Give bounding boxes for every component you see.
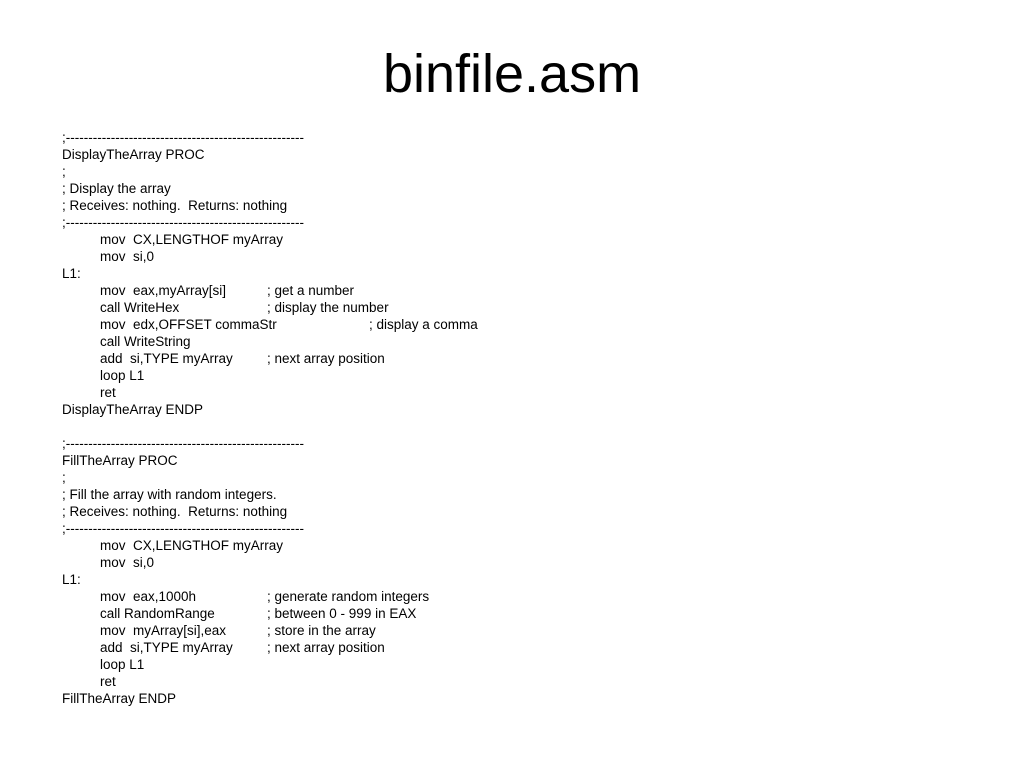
inline-comment: ; store in the array: [267, 623, 376, 638]
code-line: mov CX,LENGTHOF myArray: [62, 537, 962, 554]
code-line: ; Receives: nothing. Returns: nothing: [62, 197, 962, 214]
inline-comment: ; next array position: [267, 351, 385, 366]
inline-comment: ; between 0 - 999 in EAX: [267, 606, 417, 621]
comment-separator: ;---------------------------------------…: [62, 130, 305, 145]
code-line: ;---------------------------------------…: [62, 435, 962, 452]
instruction: ret: [100, 674, 116, 689]
slide-title: binfile.asm: [382, 44, 642, 104]
code-line: loop L1: [62, 656, 962, 673]
instruction: call RandomRange: [100, 606, 215, 621]
inline-comment: ; display a comma: [369, 317, 478, 332]
instruction: mov CX,LENGTHOF myArray: [100, 538, 284, 553]
code-line: DisplayTheArray ENDP: [62, 401, 962, 418]
instruction: mov si,0: [100, 249, 155, 264]
instruction: ret: [100, 385, 116, 400]
code-line: add si,TYPE myArray ; next array positio…: [62, 350, 962, 367]
code-line: ;---------------------------------------…: [62, 214, 962, 231]
blank-line: [62, 418, 962, 435]
code-line: call WriteString: [62, 333, 962, 350]
proc-end: DisplayTheArray ENDP: [62, 402, 204, 417]
code-label: L1:: [62, 266, 81, 281]
code-line: mov CX,LENGTHOF myArray: [62, 231, 962, 248]
comment-text: ; Display the array: [62, 181, 171, 196]
code-line: ; Display the array: [62, 180, 962, 197]
proc-declaration: DisplayTheArray PROC: [62, 147, 205, 162]
code-line: mov eax,myArray[si] ; get a number: [62, 282, 962, 299]
instruction: mov myArray[si],eax: [100, 623, 227, 638]
comment-separator: ;---------------------------------------…: [62, 215, 305, 230]
proc-end: FillTheArray ENDP: [62, 691, 177, 706]
code-line: ret: [62, 384, 962, 401]
inline-comment: ; generate random integers: [267, 589, 430, 604]
code-line: mov eax,1000h ; generate random integers: [62, 588, 962, 605]
code-line: ; Receives: nothing. Returns: nothing: [62, 503, 962, 520]
instruction: mov CX,LENGTHOF myArray: [100, 232, 284, 247]
code-line: mov myArray[si],eax ; store in the array: [62, 622, 962, 639]
code-line: L1:: [62, 265, 962, 282]
comment-text: ; Receives: nothing. Returns: nothing: [62, 198, 288, 213]
code-line: ;---------------------------------------…: [62, 520, 962, 537]
code-line: mov si,0: [62, 554, 962, 571]
proc-declaration: FillTheArray PROC: [62, 453, 178, 468]
inline-comment: ; get a number: [267, 283, 355, 298]
code-line: L1:: [62, 571, 962, 588]
code-line: call WriteHex ; display the number: [62, 299, 962, 316]
instruction: mov si,0: [100, 555, 155, 570]
comment-text: ; Receives: nothing. Returns: nothing: [62, 504, 288, 519]
code-line: loop L1: [62, 367, 962, 384]
code-line: FillTheArray PROC: [62, 452, 962, 469]
instruction: call WriteString: [100, 334, 191, 349]
comment-separator: ;---------------------------------------…: [62, 436, 305, 451]
code-line: FillTheArray ENDP: [62, 690, 962, 707]
comment-text: ; Fill the array with random integers.: [62, 487, 277, 502]
instruction: mov edx,OFFSET commaStr: [100, 317, 277, 332]
code-line: ret: [62, 673, 962, 690]
code-line: ;: [62, 163, 962, 180]
comment-text: ;: [62, 164, 66, 179]
comment-separator: ;---------------------------------------…: [62, 521, 305, 536]
code-line: mov si,0: [62, 248, 962, 265]
code-line: DisplayTheArray PROC: [62, 146, 962, 163]
code-line: ; Fill the array with random integers.: [62, 486, 962, 503]
comment-text: ;: [62, 470, 66, 485]
code-label: L1:: [62, 572, 81, 587]
instruction: mov eax,myArray[si]: [100, 283, 227, 298]
code-line: mov edx,OFFSET commaStr ; display a comm…: [62, 316, 962, 333]
instruction: loop L1: [100, 368, 145, 383]
inline-comment: ; display the number: [267, 300, 389, 315]
instruction: mov eax,1000h: [100, 589, 197, 604]
code-line: add si,TYPE myArray ; next array positio…: [62, 639, 962, 656]
code-line: ;: [62, 469, 962, 486]
code-line: call RandomRange ; between 0 - 999 in EA…: [62, 605, 962, 622]
instruction: add si,TYPE myArray: [100, 351, 233, 366]
instruction: call WriteHex: [100, 300, 180, 315]
code-line: ;---------------------------------------…: [62, 129, 962, 146]
inline-comment: ; next array position: [267, 640, 385, 655]
instruction: loop L1: [100, 657, 145, 672]
instruction: add si,TYPE myArray: [100, 640, 233, 655]
code-listing: ;---------------------------------------…: [62, 129, 962, 707]
